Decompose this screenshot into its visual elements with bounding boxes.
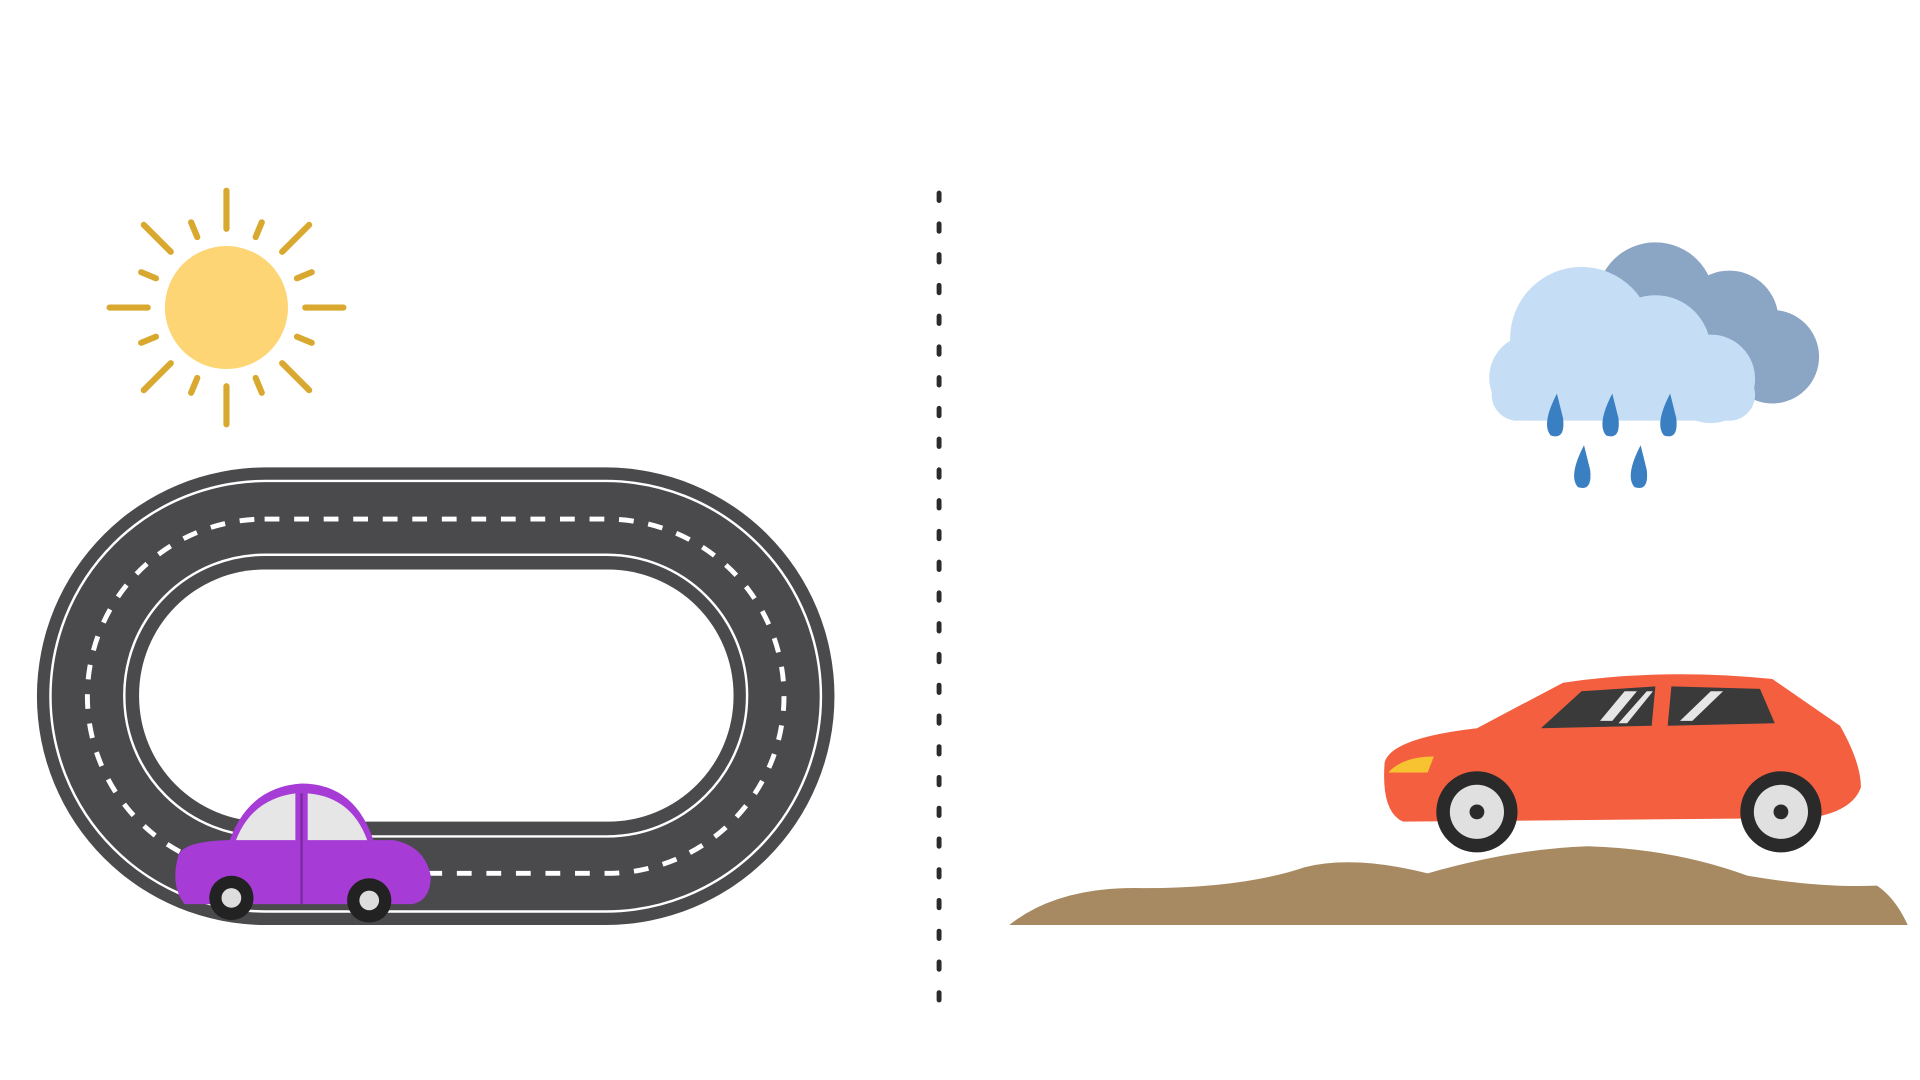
sun-ray — [188, 374, 201, 396]
rain-cloud-icon — [1489, 242, 1820, 489]
sun-ray — [279, 221, 313, 255]
sun-icon — [106, 187, 347, 428]
orange-hatchback-icon — [1384, 674, 1861, 853]
sun-ray — [293, 269, 315, 282]
sun-ray — [138, 333, 160, 346]
sun-ray — [279, 360, 313, 394]
race-track — [36, 467, 835, 926]
sun-ray — [140, 360, 174, 394]
sun-ray — [252, 374, 265, 396]
sun-ray — [252, 219, 265, 241]
sun-ray — [138, 269, 160, 282]
sun-ray — [140, 221, 174, 255]
sun-ray — [188, 219, 201, 241]
sun-ray — [293, 333, 315, 346]
dirt-ground — [1009, 846, 1908, 926]
purple-car-icon — [175, 783, 431, 923]
